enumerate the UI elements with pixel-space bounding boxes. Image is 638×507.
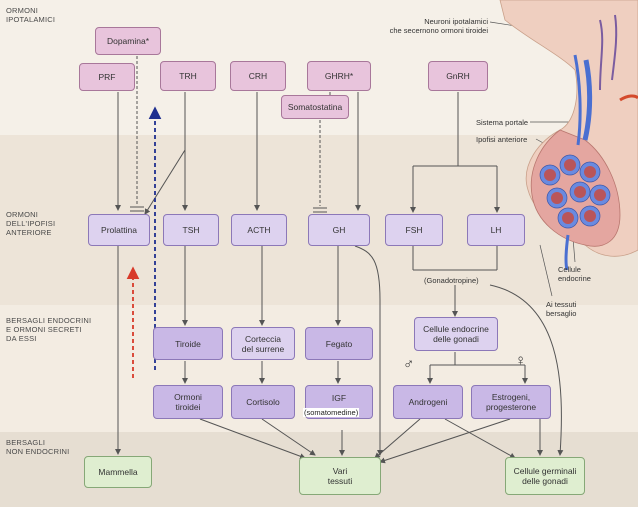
- crh-box: CRH: [230, 61, 286, 91]
- ipofisi-anteriore-label: Ipofisi anteriore: [476, 135, 528, 144]
- mammella-box: Mammella: [84, 456, 152, 488]
- prolattina-box: Prolattina: [88, 214, 150, 246]
- dopamina-box: Dopamina*: [95, 27, 161, 55]
- tiroide-box: Tiroide: [153, 327, 223, 360]
- gonadi-box: Cellule endocrine delle gonadi: [414, 317, 498, 351]
- row-label-nonendocrine-targets: BERSAGLI NON ENDOCRINI: [6, 438, 70, 456]
- estrogeni-box: Estrogeni, progesterone: [471, 385, 551, 419]
- gonadotropine-label: (Gonadotropine): [424, 276, 479, 285]
- fsh-box: FSH: [385, 214, 443, 246]
- neuroni-label: Neuroni ipotalamici che secernono ormoni…: [389, 17, 488, 35]
- somatomedine-label: (somatomedine): [303, 408, 360, 417]
- tsh-box: TSH: [163, 214, 219, 246]
- gh-box: GH: [308, 214, 370, 246]
- male-symbol: ♂: [403, 356, 415, 373]
- corteccia-box: Corteccia del surrene: [231, 327, 295, 360]
- prf-box: PRF: [79, 63, 135, 91]
- sistema-portale-label: Sistema portale: [476, 118, 529, 127]
- lh-box: LH: [467, 214, 525, 246]
- cellule-endocrine-label: Cellule endocrine: [558, 265, 591, 283]
- row-label-endocrine-targets: BERSAGLI ENDOCRINI E ORMONI SECRETI DA E…: [6, 316, 92, 343]
- fegato-box: Fegato: [305, 327, 373, 360]
- somatostatina-box: Somatostatina: [281, 95, 349, 119]
- ai-tessuti-label: Ai tessuti bersaglio: [546, 300, 577, 318]
- row-label-pituitary: ORMONI DELL'IPOFISI ANTERIORE: [6, 210, 56, 237]
- androgeni-box: Androgeni: [393, 385, 463, 419]
- acth-box: ACTH: [231, 214, 287, 246]
- ghrh-box: GHRH*: [307, 61, 371, 91]
- vari-tessuti-box: Vari tessuti: [299, 457, 381, 495]
- gnrh-box: GnRH: [428, 61, 488, 91]
- cellule-germinali-box: Cellule germinali delle gonadi: [505, 457, 585, 495]
- row-label-hypothalamic: ORMONI IPOTALAMICI: [6, 6, 56, 24]
- cortisolo-box: Cortisolo: [231, 385, 295, 419]
- female-symbol: ♀: [515, 352, 527, 369]
- ormoni-tiroidei-box: Ormoni tiroidei: [153, 385, 223, 419]
- trh-box: TRH: [160, 61, 216, 91]
